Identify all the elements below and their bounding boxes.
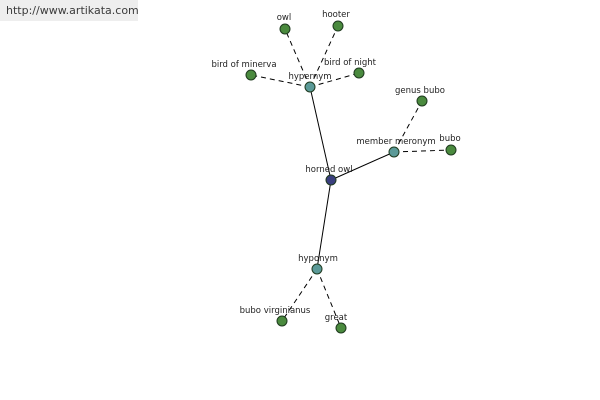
edge-horned-owl-member-meronym [330,151,395,181]
edge-hyponym-great [316,268,342,329]
node-label-hypernym: hypernym [288,72,331,82]
node-bubo[interactable]: bubo [439,134,461,156]
node-bird-of-minerva[interactable]: bird of minerva [211,60,277,81]
node-circle-bubo-virginianus[interactable] [276,315,288,327]
node-genus-bubo[interactable]: genus bubo [395,86,445,107]
edge-horned-owl-hypernym [309,86,332,181]
node-label-bubo: bubo [439,134,460,144]
node-label-owl: owl [277,13,292,23]
node-circle-bird-of-minerva[interactable] [245,69,257,81]
node-label-genus-bubo: genus bubo [395,86,445,96]
watermark-url: http://www.artikata.com [0,0,139,21]
node-circle-owl[interactable] [279,23,291,35]
node-member-meronym[interactable]: member meronym [356,137,436,158]
node-hooter[interactable]: hooter [322,10,350,32]
node-label-bird-of-minerva: bird of minerva [211,60,276,70]
node-label-horned-owl: horned owl [305,165,352,175]
node-hypernym[interactable]: hypernym [288,72,332,93]
node-great[interactable]: great [325,313,348,334]
node-circle-hooter[interactable] [332,20,344,32]
edge-hypernym-hooter [309,25,339,88]
edge-horned-owl-hyponym [316,179,332,270]
node-label-great: great [325,313,348,323]
node-horned-owl[interactable]: horned owl [305,165,353,186]
node-label-member-meronym: member meronym [356,137,435,147]
edge-hypernym-bird-of-minerva [250,74,311,88]
node-circle-member-meronym[interactable] [388,146,400,158]
edge-hyponym-bubo-virginianus [281,268,318,322]
node-label-bubo-virginianus: bubo virginianus [240,306,311,316]
node-circle-genus-bubo[interactable] [416,95,428,107]
node-label-bird-of-night: bird of night [324,58,377,68]
edge-member-meronym-genus-bubo [393,100,423,153]
node-bird-of-night[interactable]: bird of night [324,58,377,79]
node-bubo-virginianus[interactable]: bubo virginianus [240,306,311,327]
edge-hypernym-owl [284,28,311,88]
node-circle-great[interactable] [335,322,347,334]
node-owl[interactable]: owl [277,13,292,35]
node-circle-bird-of-night[interactable] [353,67,365,79]
node-hyponym[interactable]: hyponym [298,254,338,275]
node-circle-hyponym[interactable] [311,263,323,275]
edge-member-meronym-bubo [393,149,452,153]
node-circle-bubo[interactable] [445,144,457,156]
node-circle-center[interactable] [325,174,337,186]
node-label-hooter: hooter [322,10,350,20]
node-label-hyponym: hyponym [298,254,338,264]
node-circle-hypernym[interactable] [304,81,316,93]
